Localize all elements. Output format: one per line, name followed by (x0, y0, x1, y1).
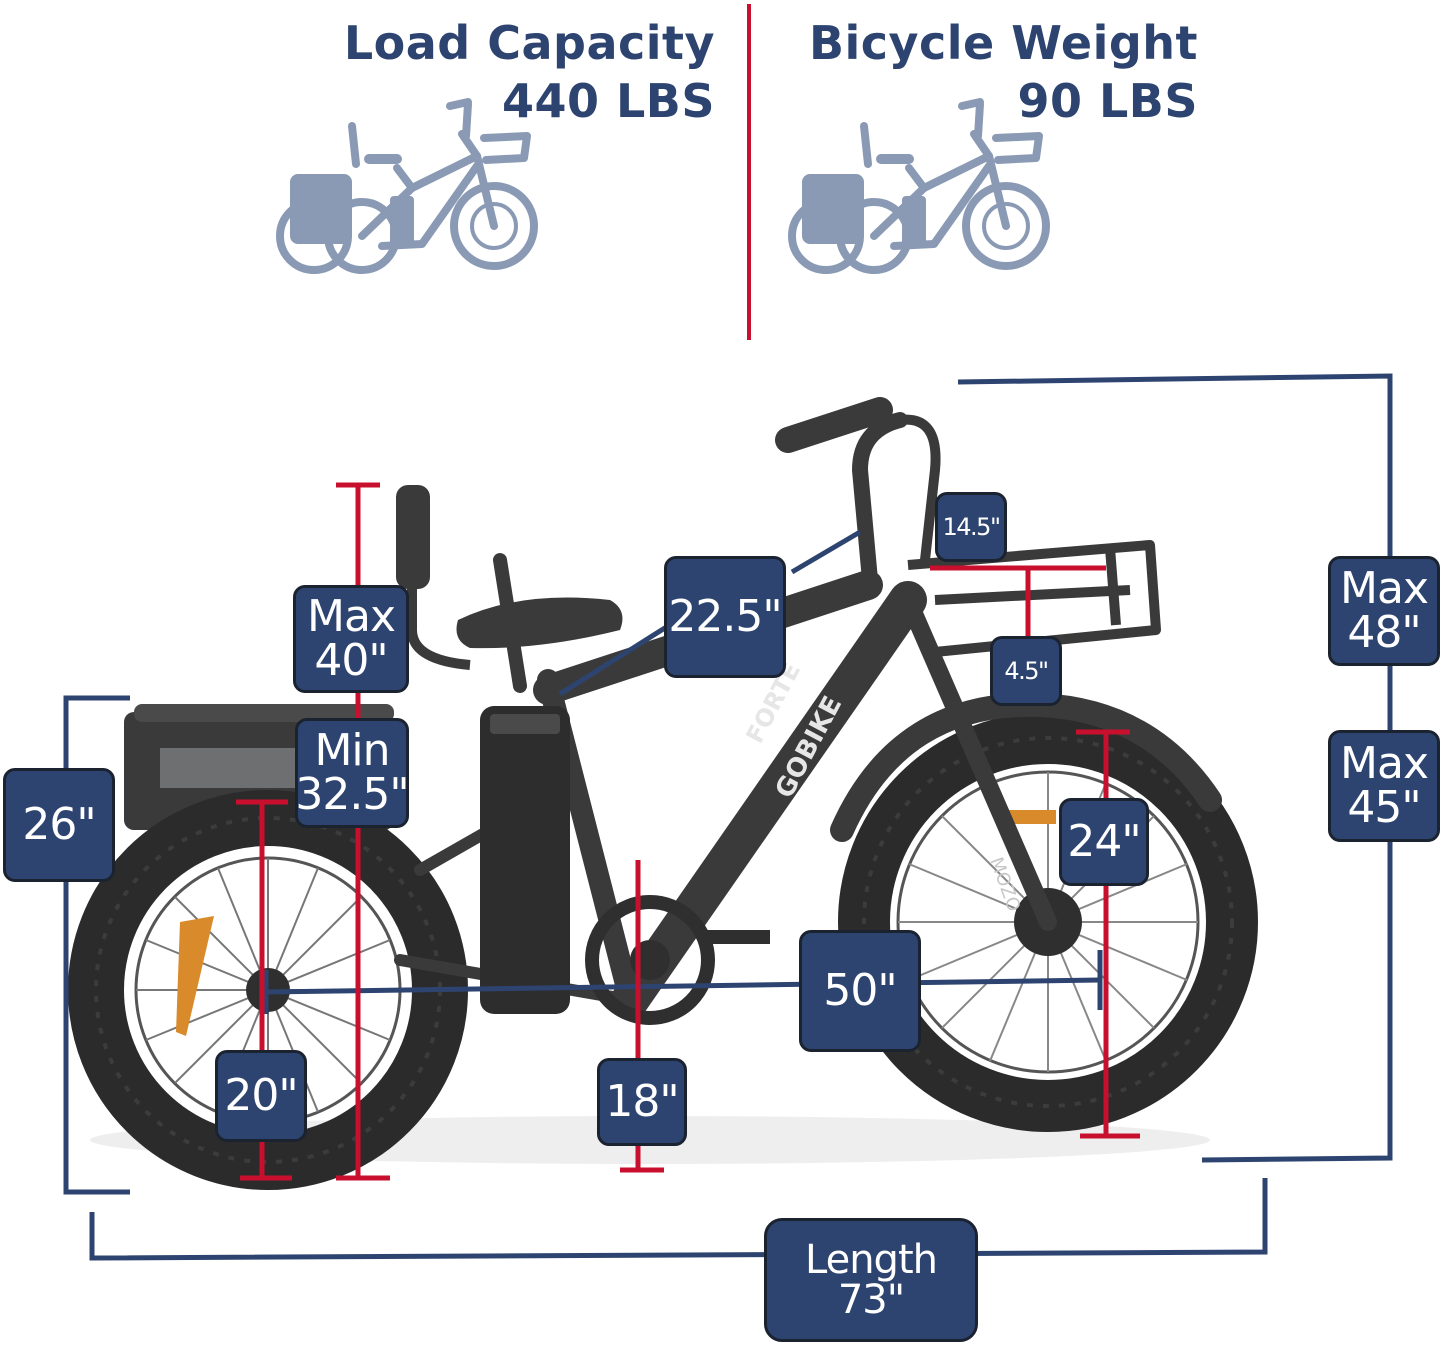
bicycle-weight-bike-icon (788, 98, 1050, 274)
rear-height-badge: 26" (3, 768, 115, 882)
seat-min-value: 32.5" (295, 769, 409, 820)
rear-wheel-badge: 20" (215, 1050, 307, 1142)
rear-height-value: 26" (22, 799, 96, 850)
load-capacity-bike-icon (276, 98, 538, 274)
handlebar-grip (775, 397, 893, 453)
load-capacity-heading: Load Capacity 440 LBS (344, 14, 715, 130)
load-capacity-title: Load Capacity (343, 16, 715, 70)
backrest (396, 485, 430, 589)
length-badge: Length 73" (764, 1218, 978, 1342)
front-fork (899, 591, 1057, 931)
front-wheel-value: 24" (1067, 816, 1141, 867)
pedal (700, 930, 770, 944)
wheelbase-value: 50" (823, 965, 897, 1016)
header-divider (747, 4, 751, 340)
standover-value: 18" (605, 1076, 679, 1127)
frame-diagonal-badge: 22.5" (664, 556, 786, 678)
down-tube (611, 581, 927, 1019)
handlebar-max-low-label: Max (1340, 738, 1429, 789)
seat-max-label: Max (307, 591, 396, 642)
chainring (585, 895, 715, 1025)
bicycle-weight-title: Bicycle Weight (808, 16, 1198, 70)
navy-dimension-lines (63, 373, 1393, 1261)
front-reflector (1000, 810, 1056, 824)
seat-min-height-badge: Min 32.5" (295, 718, 410, 828)
handlebar-max-high-badge: Max 48" (1328, 556, 1440, 666)
front-wheel-badge: 24" (1059, 798, 1149, 886)
seat-min-label: Min (314, 725, 390, 776)
wheelbase-badge: 50" (799, 930, 921, 1052)
bicycle-weight-heading: Bicycle Weight 90 LBS (780, 14, 1198, 130)
handlebar-max-low-value: 45" (1347, 782, 1421, 833)
seat-max-height-badge: Max 40" (293, 585, 409, 693)
saddle (456, 597, 623, 649)
basket-width-value: 14.5" (942, 513, 1001, 541)
battery (480, 706, 570, 1014)
rear-wheel-value: 20" (224, 1070, 298, 1121)
handlebar-max-high-value: 48" (1347, 607, 1421, 658)
rear-reflector (176, 916, 214, 1036)
length-value: 73" (837, 1277, 905, 1323)
bicycle-weight-value: 90 LBS (1017, 74, 1198, 128)
standover-badge: 18" (597, 1058, 687, 1146)
stem (852, 412, 908, 588)
basket-depth-badge: 4.5" (990, 636, 1062, 706)
basket-width-badge: 14.5" (935, 492, 1007, 562)
frame-diagonal-value: 22.5" (668, 591, 782, 642)
length-label: Length (805, 1237, 938, 1283)
load-capacity-value: 440 LBS (501, 74, 715, 128)
basket-depth-value: 4.5" (1004, 657, 1049, 685)
handlebar-max-low-badge: Max 45" (1328, 730, 1440, 842)
handlebar-max-high-label: Max (1340, 563, 1429, 614)
seat-max-value: 40" (314, 635, 388, 686)
